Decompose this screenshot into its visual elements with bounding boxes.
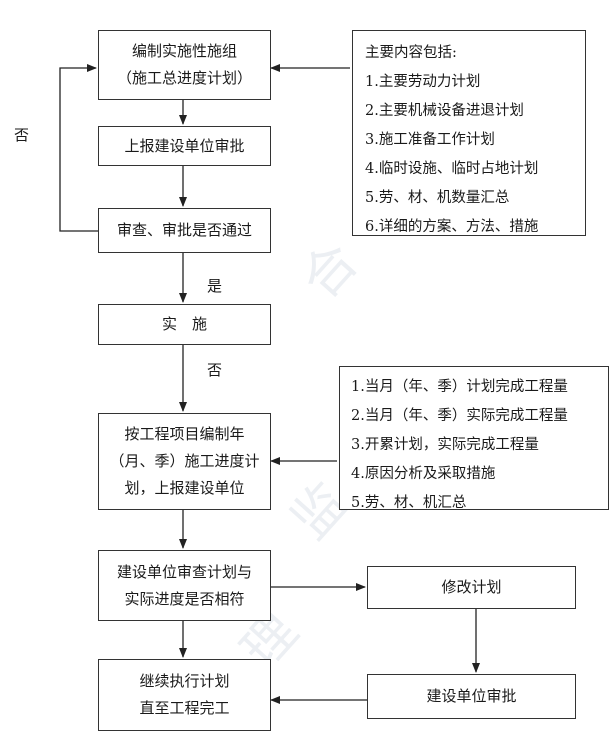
periodic-content-note: 1.当月（年、季）计划完成工程量 2.当月（年、季）实际完成工程量 3.开累计划… [339, 366, 609, 511]
owner-review-box: 建设单位审查计划与 实际进度是否相符 [98, 550, 271, 621]
list-item: 1.主要劳动力计划 [365, 74, 481, 90]
main-content-title: 主要内容包括: [365, 45, 457, 61]
label-no-implement: 否 [207, 361, 223, 379]
list-item: 6.详细的方案、方法、措施 [365, 219, 539, 235]
list-item: 3.施工准备工作计划 [365, 132, 495, 148]
submit-approval-label: 上报建设单位审批 [124, 136, 245, 155]
implement-label: 实 施 [161, 315, 207, 333]
main-content-note: 主要内容包括: 1.主要劳动力计划 2.主要机械设备进退计划 3.施工准备工作计… [352, 30, 586, 236]
implement-box: 实 施 [98, 304, 271, 345]
owner-approval-box: 建设单位审批 [367, 674, 576, 719]
list-item: 5.劳、材、机数量汇总 [365, 190, 510, 206]
modify-plan-label: 修改计划 [441, 578, 502, 596]
continue-execution-label: 继续执行计划 直至工程完工 [139, 672, 230, 717]
continue-execution-box: 继续执行计划 直至工程完工 [98, 659, 271, 731]
list-item: 2.当月（年、季）实际完成工程量 [351, 408, 568, 424]
main-content-list: 主要内容包括: 1.主要劳动力计划 2.主要机械设备进退计划 3.施工准备工作计… [365, 39, 538, 242]
owner-approval-label: 建设单位审批 [426, 687, 517, 705]
label-yes: 是 [207, 277, 223, 295]
list-item: 1.当月（年、季）计划完成工程量 [351, 379, 568, 395]
list-item: 3.开累计划，实际完成工程量 [351, 437, 539, 453]
review-passed-box: 审查、审批是否通过 [98, 208, 271, 253]
list-item: 4.原因分析及采取措施 [351, 466, 496, 482]
arrow-review-no-loop [59, 64, 98, 232]
compile-plan-label: 编制实施性施组 （施工总进度计划） [116, 42, 252, 87]
review-passed-label: 审查、审批是否通过 [116, 221, 252, 239]
compile-plan-box: 编制实施性施组 （施工总进度计划） [98, 30, 271, 100]
list-item: 5.劳、材、机汇总 [351, 495, 467, 511]
list-item: 2.主要机械设备进退计划 [365, 103, 524, 119]
periodic-content-list: 1.当月（年、季）计划完成工程量 2.当月（年、季）实际完成工程量 3.开累计划… [351, 373, 568, 518]
modify-plan-box: 修改计划 [367, 566, 576, 609]
compile-periodic-box: 按工程项目编制年 （月、季）施工进度计 划，上报建设单位 [98, 413, 271, 510]
list-item: 4.临时设施、临时占地计划 [365, 161, 539, 177]
compile-periodic-label: 按工程项目编制年 （月、季）施工进度计 划，上报建设单位 [109, 425, 260, 497]
submit-approval-box: 上报建设单位审批 [98, 126, 271, 166]
owner-review-label: 建设单位审查计划与 实际进度是否相符 [116, 562, 252, 608]
label-no-loop: 否 [14, 126, 30, 144]
